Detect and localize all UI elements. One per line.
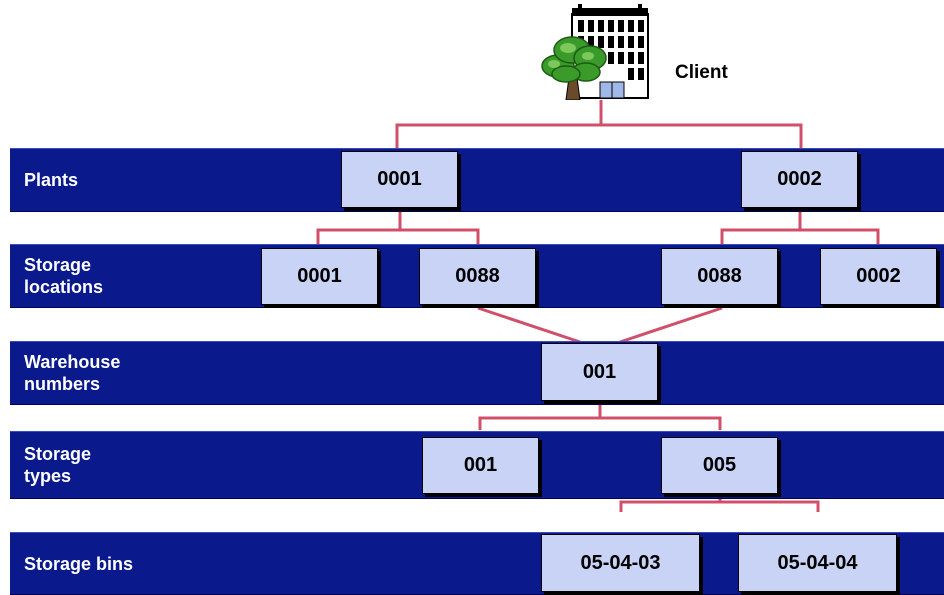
client-label: Client bbox=[675, 62, 728, 83]
node-sloc-0088-b: 0088 bbox=[661, 248, 778, 305]
node-bin-05-04-03: 05-04-03 bbox=[541, 534, 700, 592]
level-label-storage-locations: Storage locations bbox=[24, 255, 104, 297]
connector-client-plants bbox=[395, 100, 803, 148]
node-stype-005: 005 bbox=[661, 437, 778, 494]
level-label-storage-bins: Storage bins bbox=[24, 553, 134, 574]
node-sloc-0001: 0001 bbox=[261, 248, 378, 305]
level-label-storage-types: Storage types bbox=[24, 444, 92, 486]
node-bin-05-04-04: 05-04-04 bbox=[738, 534, 897, 592]
band-warehouse-numbers: Warehouse numbers bbox=[10, 341, 944, 405]
node-plant-0001: 0001 bbox=[341, 151, 458, 208]
node-stype-001: 001 bbox=[422, 437, 539, 494]
connector-warehouse-stypes bbox=[478, 404, 722, 430]
level-label-warehouse-numbers: Warehouse numbers bbox=[24, 352, 121, 394]
connector-plant1-slocs bbox=[316, 212, 480, 247]
building-with-tree-icon bbox=[541, 4, 649, 100]
connector-slocs-warehouse bbox=[477, 306, 723, 344]
level-label-plants: Plants bbox=[24, 170, 79, 190]
connector-plant2-slocs bbox=[720, 212, 880, 247]
node-warehouse-001: 001 bbox=[541, 343, 658, 401]
node-plant-0002: 0002 bbox=[741, 151, 858, 208]
node-sloc-0088-a: 0088 bbox=[419, 248, 536, 305]
node-sloc-0002: 0002 bbox=[820, 248, 937, 305]
